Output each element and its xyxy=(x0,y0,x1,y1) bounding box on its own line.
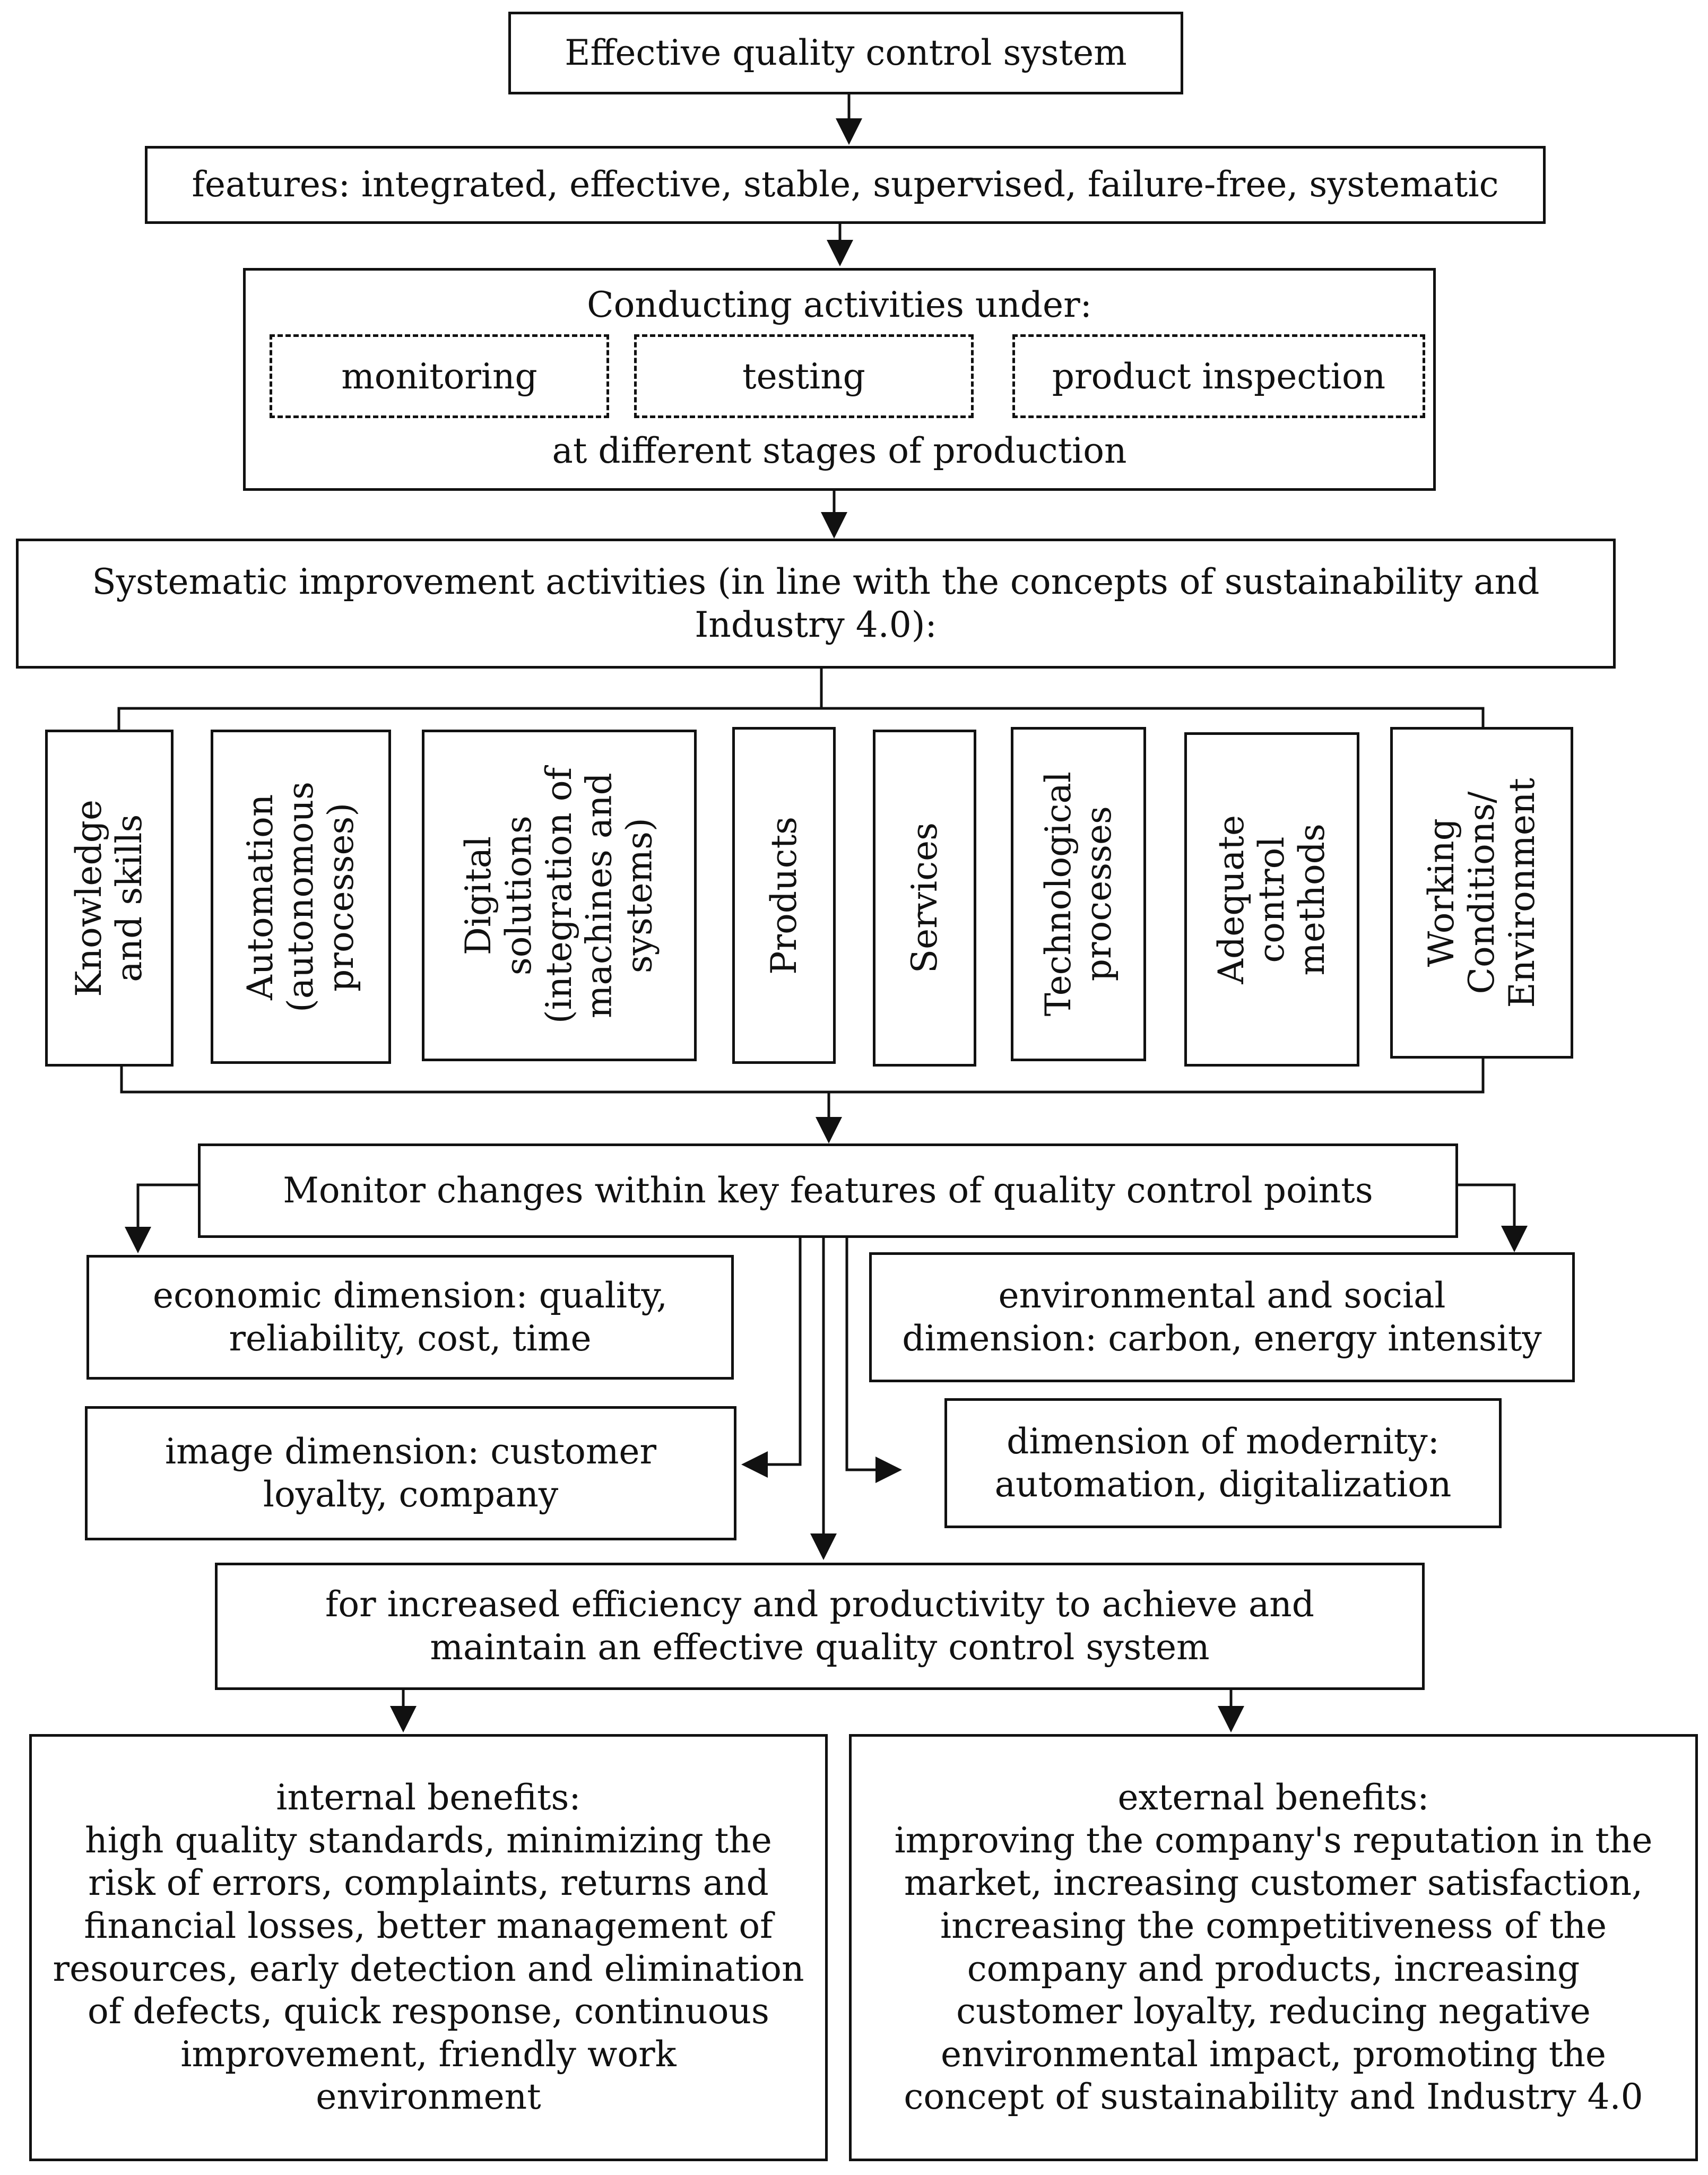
activity-item-monitoring: monitoring xyxy=(270,334,609,418)
external-benefit-line: market, increasing customer satisfaction… xyxy=(904,1862,1643,1904)
activities-header: Conducting activities under: xyxy=(587,284,1092,325)
activity-item-label: testing xyxy=(742,356,865,397)
area-control-methods: Adequate control methods xyxy=(1184,732,1359,1067)
area-automation: Automation (autonomous processes) xyxy=(211,730,391,1064)
internal-benefits-box: internal benefits: high quality standard… xyxy=(29,1734,828,2161)
dimension-economic: economic dimension: quality, reliability… xyxy=(86,1255,734,1380)
activities-box: Conducting activities under: at differen… xyxy=(243,268,1436,491)
internal-benefit-line: risk of errors, complaints, returns and xyxy=(88,1862,769,1904)
external-benefit-line: improving the company's reputation in th… xyxy=(894,1819,1653,1861)
area-line: systems) xyxy=(619,818,660,973)
area-products: Products xyxy=(732,727,836,1064)
area-line: control xyxy=(1251,836,1293,963)
area-line: Conditions/ xyxy=(1461,791,1502,994)
improvement-line: Systematic improvement activities (in li… xyxy=(92,561,1540,602)
activity-item-testing: testing xyxy=(634,334,974,418)
area-knowledge-skills: Knowledge and skills xyxy=(45,730,174,1067)
area-line: solutions xyxy=(498,816,540,975)
internal-benefit-line: high quality standards, minimizing the xyxy=(85,1819,772,1861)
area-services: Services xyxy=(873,730,976,1067)
external-benefit-line: company and products, increasing xyxy=(967,1948,1580,1989)
efficiency-box: for increased efficiency and productivit… xyxy=(215,1563,1425,1690)
top-title-box: Effective quality control system xyxy=(508,12,1183,94)
dimension-line: automation, digitalization xyxy=(994,1463,1452,1505)
dimension-line: loyalty, company xyxy=(263,1474,559,1515)
area-line: methods xyxy=(1291,823,1332,976)
area-line: processes) xyxy=(320,802,361,991)
internal-benefit-line: improvement, friendly work xyxy=(180,2033,677,2075)
activity-item-inspection: product inspection xyxy=(1012,334,1425,418)
activity-item-label: product inspection xyxy=(1052,356,1386,397)
area-line: Technological xyxy=(1037,772,1079,1017)
features-box: features: integrated, effective, stable,… xyxy=(145,146,1546,224)
dimension-line: image dimension: customer xyxy=(164,1431,657,1472)
dimension-line: dimension: carbon, energy intensity xyxy=(902,1318,1542,1359)
dimension-modernity: dimension of modernity: automation, digi… xyxy=(944,1398,1502,1528)
activities-footer: at different stages of production xyxy=(552,430,1127,471)
external-benefit-line: increasing the competitiveness of the xyxy=(940,1905,1607,1946)
dimension-image: image dimension: customer loyalty, compa… xyxy=(85,1406,736,1540)
area-line: (integration of xyxy=(539,767,580,1024)
top-title: Effective quality control system xyxy=(565,32,1127,73)
efficiency-line: maintain an effective quality control sy… xyxy=(430,1627,1210,1668)
area-line: and skills xyxy=(109,814,150,982)
dimension-environmental: environmental and social dimension: carb… xyxy=(869,1252,1575,1382)
external-benefit-line: concept of sustainability and Industry 4… xyxy=(904,2076,1643,2118)
area-line: Adequate xyxy=(1211,814,1252,984)
area-line: Environment xyxy=(1501,777,1542,1008)
dimension-line: environmental and social xyxy=(998,1275,1446,1316)
area-digital-solutions: Digital solutions (integration of machin… xyxy=(422,730,697,1061)
area-line: machines and xyxy=(578,772,620,1019)
area-line: Digital xyxy=(458,836,499,955)
monitor-text: Monitor changes within key features of q… xyxy=(283,1169,1373,1211)
area-line: Products xyxy=(763,816,804,975)
area-line: (autonomous xyxy=(280,781,322,1012)
area-line: processes xyxy=(1078,806,1119,982)
internal-benefit-line: environment xyxy=(316,2076,541,2118)
area-working-conditions: Working Conditions/ Environment xyxy=(1390,727,1573,1059)
features-text: features: integrated, effective, stable,… xyxy=(192,164,1499,205)
dimension-line: dimension of modernity: xyxy=(1007,1420,1440,1462)
external-benefits-title: external benefits: xyxy=(1117,1777,1429,1818)
improvement-line: Industry 4.0): xyxy=(695,604,937,645)
external-benefits-box: external benefits: improving the company… xyxy=(849,1734,1698,2161)
area-line: Services xyxy=(904,822,945,974)
efficiency-line: for increased efficiency and productivit… xyxy=(325,1584,1315,1625)
internal-benefits-title: internal benefits: xyxy=(276,1777,581,1818)
area-line: Automation xyxy=(240,793,281,1000)
internal-benefit-line: financial losses, better management of xyxy=(84,1905,773,1946)
external-benefit-line: environmental impact, promoting the xyxy=(941,2033,1606,2075)
external-benefit-line: customer loyalty, reducing negative xyxy=(956,1991,1591,2032)
monitor-box: Monitor changes within key features of q… xyxy=(198,1143,1458,1238)
internal-benefit-line: resources, early detection and eliminati… xyxy=(53,1948,804,1989)
dimension-line: reliability, cost, time xyxy=(229,1318,592,1359)
activity-item-label: monitoring xyxy=(341,356,537,397)
improvement-box: Systematic improvement activities (in li… xyxy=(16,539,1616,669)
internal-benefit-line: of defects, quick response, continuous xyxy=(88,1991,769,2032)
area-technological-processes: Technological processes xyxy=(1011,727,1146,1061)
dimension-line: economic dimension: quality, xyxy=(153,1275,667,1316)
area-line: Knowledge xyxy=(68,799,110,997)
area-line: Working xyxy=(1420,818,1462,967)
